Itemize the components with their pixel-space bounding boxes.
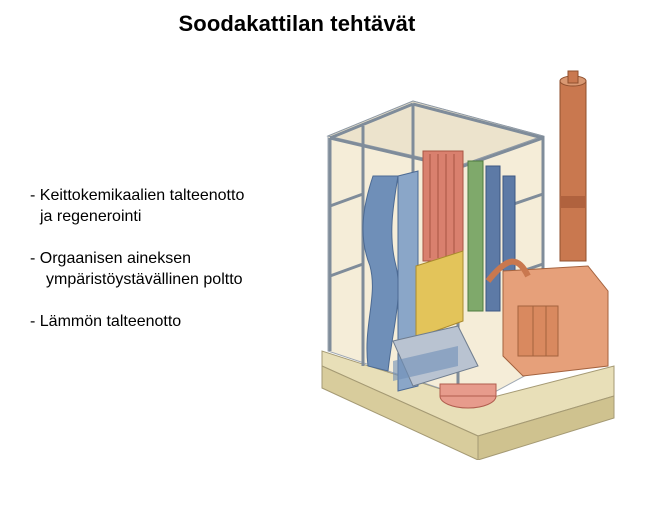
superheater [422,150,464,262]
precipitator [485,258,609,377]
recovery-boiler-illustration [321,70,615,460]
economizer [415,250,464,339]
furnace-duct [362,175,399,372]
bullet-text: - Orgaanisen aineksen [30,250,191,267]
bullet-text: - Lämmön talteenotto [30,313,182,330]
bullet-item: - Lämmön talteenotto [30,311,320,332]
bullet-item: - Keittokemikaalien talteenotto ja regen… [30,185,320,227]
bullet-text-continuation: ja regenerointi [40,208,142,225]
bullet-text: - Keittokemikaalien talteenotto [30,187,245,204]
page-title: Soodakattilan tehtävät [178,11,416,36]
bullet-text-continuation: ympäristöystävällinen poltto [46,271,243,288]
boiler-bank [467,160,484,312]
chimney-stack [559,70,587,262]
bullet-list: - Keittokemikaalien talteenotto ja regen… [30,185,320,353]
bullet-item: - Orgaanisen aineksen ympäristöystävälli… [30,248,320,290]
